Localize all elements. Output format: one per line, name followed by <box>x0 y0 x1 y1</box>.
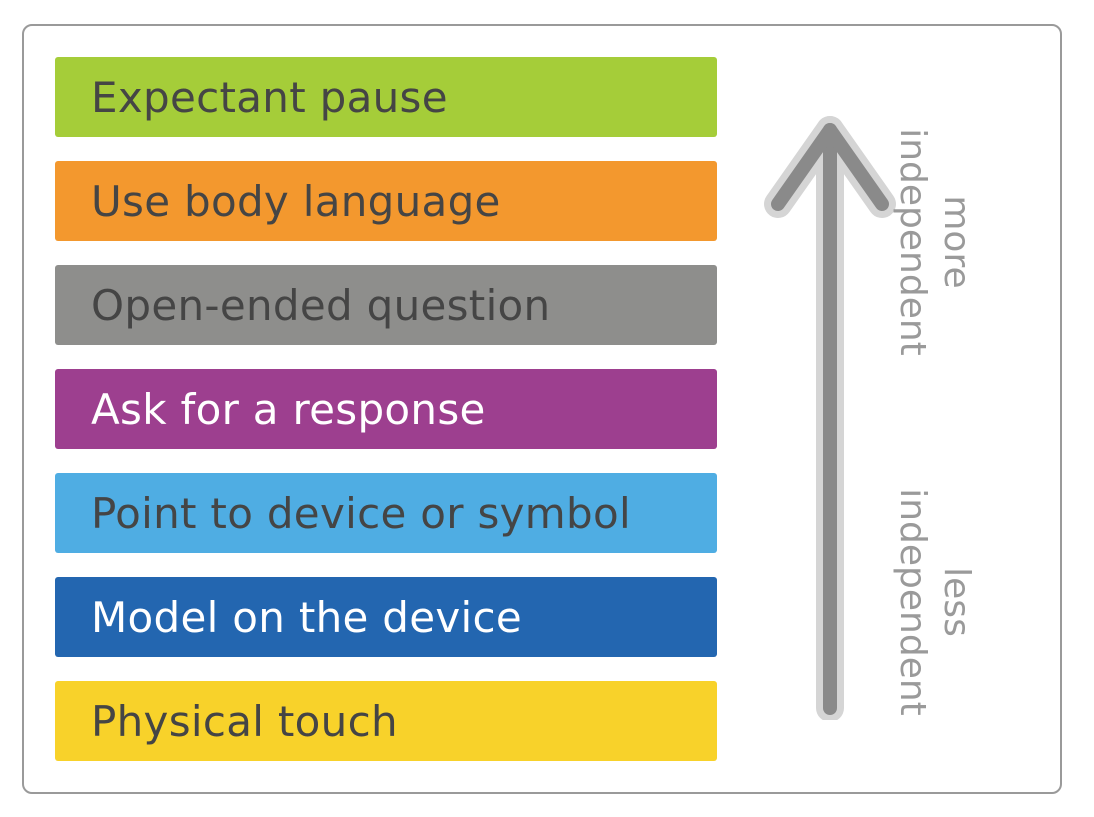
less-independent-label: less independent <box>890 482 978 722</box>
arrow-up-icon <box>764 116 896 720</box>
arrow-core <box>771 123 889 715</box>
level-bar-model-on-the-device: Model on the device <box>55 577 717 657</box>
level-label: Expectant pause <box>91 72 448 122</box>
level-label: Open-ended question <box>91 280 551 330</box>
level-bar-use-body-language: Use body language <box>55 161 717 241</box>
level-label: Use body language <box>91 176 501 226</box>
level-bar-ask-for-a-response: Ask for a response <box>55 369 717 449</box>
level-label: Physical touch <box>91 696 398 746</box>
more-label-line2: independent <box>892 128 933 356</box>
less-label-line2: independent <box>892 488 933 716</box>
more-independent-label: more independent <box>890 122 978 362</box>
level-bar-physical-touch: Physical touch <box>55 681 717 761</box>
level-bar-point-to-device-or-symbol: Point to device or symbol <box>55 473 717 553</box>
level-bar-expectant-pause: Expectant pause <box>55 57 717 137</box>
more-label-line1: more <box>936 195 977 289</box>
level-bar-open-ended-question: Open-ended question <box>55 265 717 345</box>
less-label-line1: less <box>936 567 977 637</box>
level-label: Point to device or symbol <box>91 488 631 538</box>
level-label: Model on the device <box>91 592 523 642</box>
level-label: Ask for a response <box>91 384 486 434</box>
